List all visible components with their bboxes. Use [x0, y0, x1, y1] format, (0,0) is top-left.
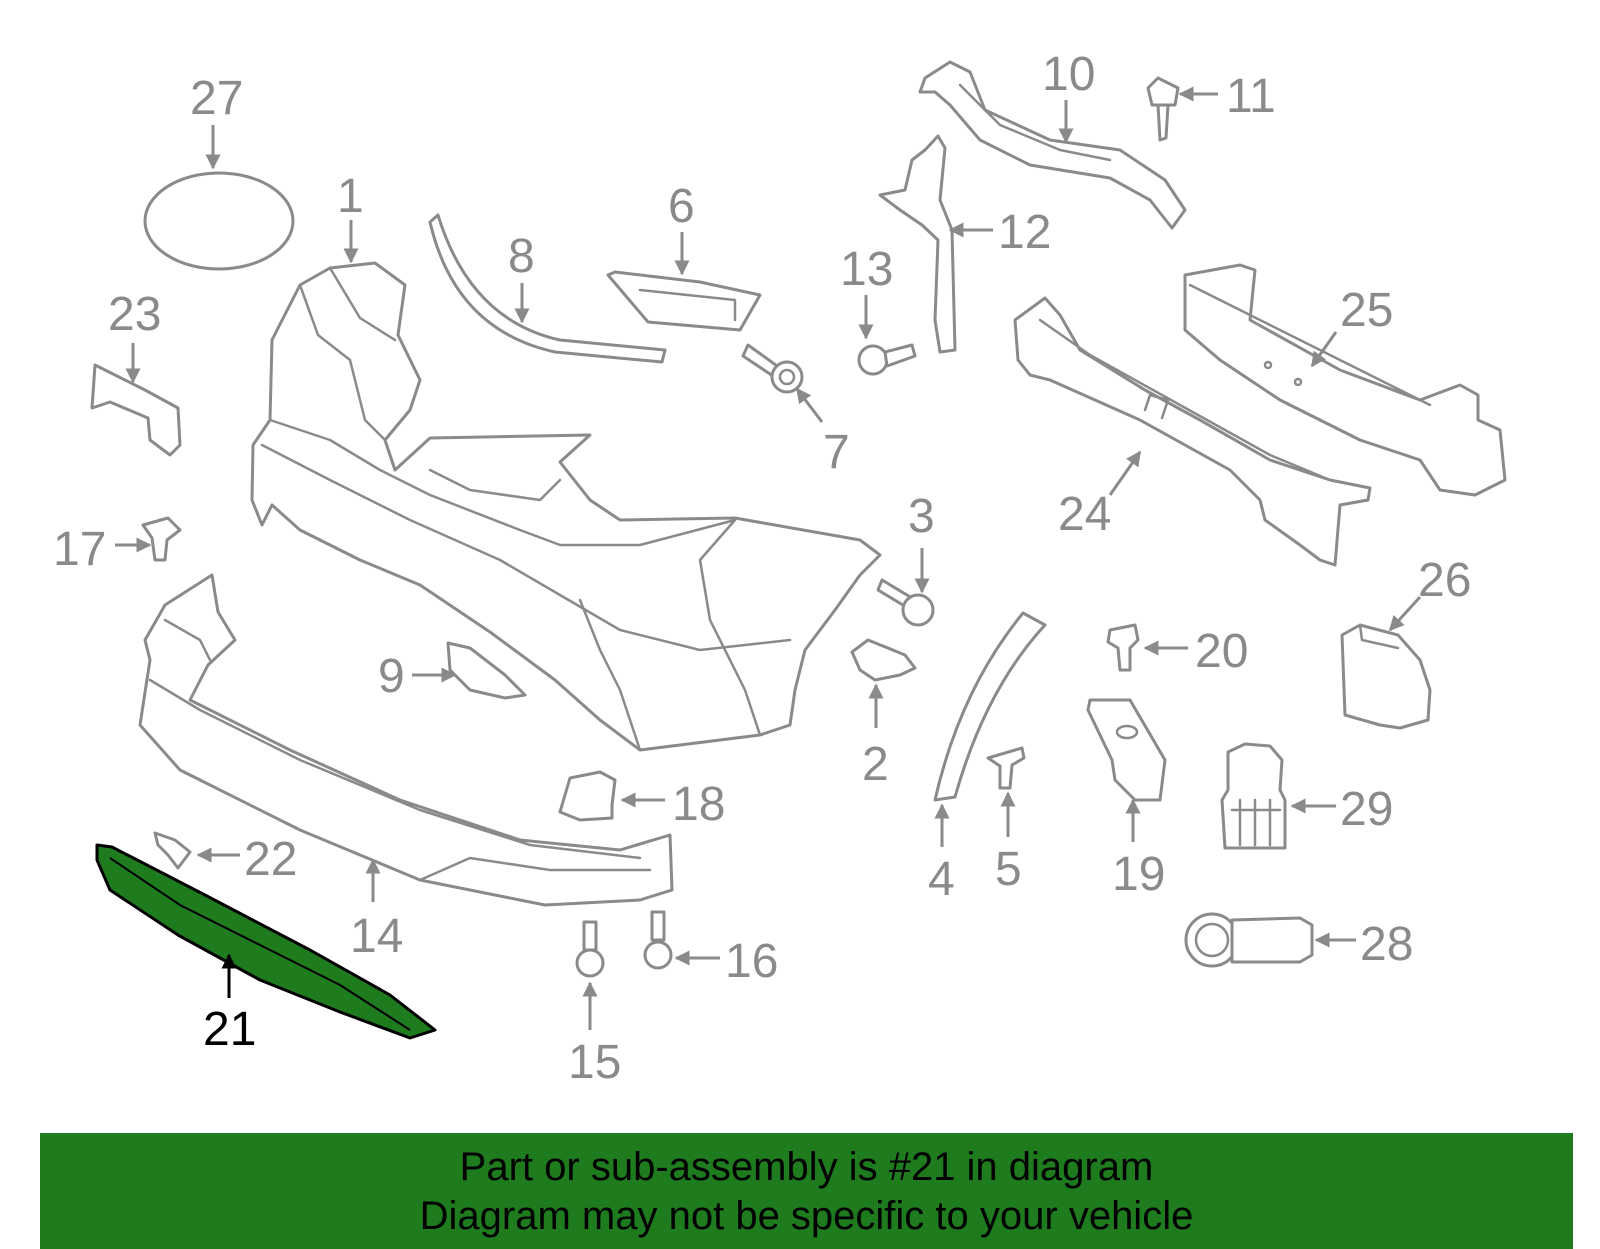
- part-15-bolt[interactable]: [575, 920, 605, 978]
- callout-5: 5: [995, 843, 1022, 896]
- callout-29: 29: [1340, 783, 1393, 836]
- part-11-bolt[interactable]: [1146, 76, 1180, 142]
- leader-lines: [115, 86, 1422, 1030]
- part-2-bracket[interactable]: [850, 638, 917, 682]
- part-6-bracket[interactable]: [606, 270, 762, 332]
- part-19-bracket[interactable]: [1086, 698, 1167, 802]
- callout-12: 12: [998, 206, 1051, 259]
- callout-4: 4: [928, 853, 955, 906]
- callout-22: 22: [244, 833, 297, 886]
- part-7-bolt[interactable]: [741, 343, 804, 394]
- callout-28: 28: [1360, 918, 1413, 971]
- part-26-sensor-bracket[interactable]: [1340, 623, 1432, 730]
- part-4-arch-molding[interactable]: [933, 611, 1047, 802]
- part-17-clip[interactable]: [141, 516, 182, 562]
- banner-line-2: Diagram may not be specific to your vehi…: [419, 1194, 1194, 1238]
- part-5-clip[interactable]: [986, 746, 1026, 790]
- callout-23: 23: [108, 288, 161, 341]
- callout-26: 26: [1418, 554, 1471, 607]
- callout-7: 7: [823, 426, 850, 479]
- callout-19: 19: [1112, 848, 1165, 901]
- callout-10: 10: [1042, 48, 1095, 101]
- part-16-bolt[interactable]: [643, 910, 673, 970]
- part-12-bracket[interactable]: [878, 134, 957, 354]
- callout-11: 11: [1226, 70, 1276, 123]
- part-9-bracket[interactable]: [446, 641, 527, 700]
- callout-15: 15: [568, 1036, 621, 1089]
- part-29-sensor-clip[interactable]: [1220, 742, 1287, 850]
- callout-25: 25: [1340, 284, 1393, 337]
- part-21-lower-absorber[interactable]: [95, 843, 437, 1040]
- callout-21: 21: [203, 1003, 256, 1056]
- part-1-bumper-cover[interactable]: [250, 261, 882, 752]
- part-13-nut[interactable]: [857, 343, 917, 376]
- parts-diagram: 27 1 8 6 7 10 11 12 13 23 25 24 17 3 26 …: [53, 48, 1507, 1089]
- part-3-bolt[interactable]: [876, 578, 935, 627]
- part-23-bracket[interactable]: [90, 363, 182, 457]
- callout-1: 1: [337, 170, 364, 223]
- callout-6: 6: [668, 180, 695, 233]
- callout-14: 14: [350, 910, 403, 963]
- banner-line-1: Part or sub-assembly is #21 in diagram: [459, 1145, 1154, 1189]
- callout-24: 24: [1058, 488, 1111, 541]
- callout-20: 20: [1195, 625, 1248, 678]
- callout-27: 27: [190, 72, 243, 125]
- callout-17: 17: [53, 523, 106, 576]
- part-24-reinforcement[interactable]: [1013, 296, 1372, 567]
- callout-18: 18: [672, 778, 725, 831]
- callout-3: 3: [908, 490, 935, 543]
- part-18-retainer[interactable]: [558, 770, 617, 822]
- part-14-spoiler[interactable]: [138, 573, 674, 907]
- part-25-absorber[interactable]: [1183, 263, 1507, 497]
- callout-numbers: 27 1 8 6 7 10 11 12 13 23 25 24 17 3 26 …: [53, 48, 1471, 1089]
- part-10-support[interactable]: [918, 60, 1187, 230]
- callout-8: 8: [508, 230, 535, 283]
- callout-16: 16: [725, 935, 778, 988]
- callout-13: 13: [840, 243, 893, 296]
- callout-9: 9: [378, 650, 405, 703]
- part-20-pin[interactable]: [1106, 623, 1140, 672]
- part-22-clip[interactable]: [153, 831, 192, 870]
- part-8-molding[interactable]: [428, 213, 667, 364]
- callout-2: 2: [862, 738, 889, 791]
- part-28-parking-sensor[interactable]: [1184, 912, 1314, 968]
- part-27-emblem[interactable]: [143, 171, 295, 271]
- info-banner: Part or sub-assembly is #21 in diagram D…: [40, 1133, 1573, 1249]
